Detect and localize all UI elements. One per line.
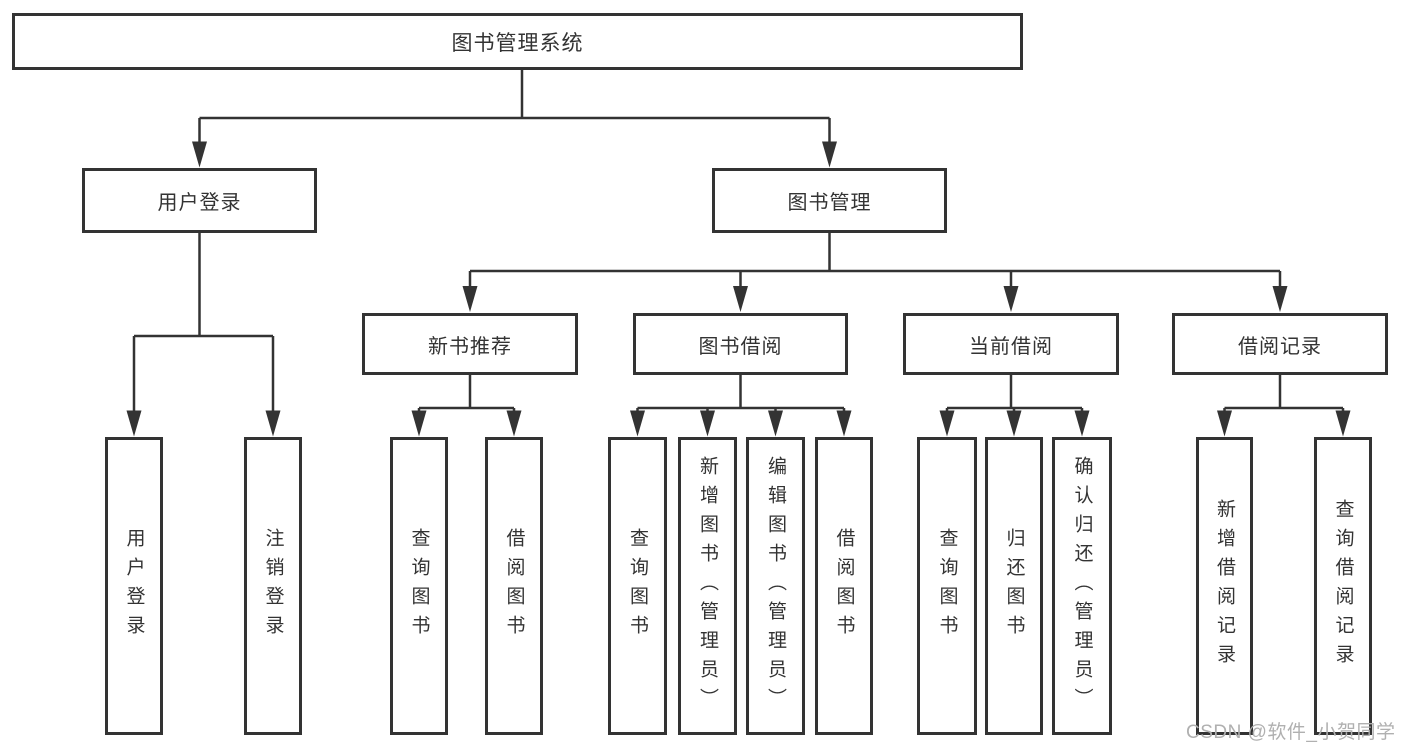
node-label: 归还图书	[1003, 528, 1025, 644]
connector-book-borrow-children	[636, 375, 846, 420]
leaf-add-book-admin: 新增图书（管理员）	[678, 437, 737, 735]
node-label: 图书管理	[787, 192, 872, 214]
node-label: 借阅图书	[833, 528, 855, 644]
connector-user-login-children	[132, 233, 275, 420]
node-library-management-system: 图书管理系统	[12, 13, 1023, 70]
leaf-return-books: 归还图书	[985, 437, 1043, 735]
node-label: 图书管理系统	[451, 31, 584, 55]
leaf-confirm-return-admin: 确认归还（管理员）	[1052, 437, 1112, 735]
leaf-borrow-books-recommend: 借阅图书	[485, 437, 543, 735]
node-label: 查询图书	[627, 528, 648, 644]
leaf-query-books-borrow: 查询图书	[608, 437, 667, 735]
node-book-borrowing: 图书借阅	[633, 313, 848, 375]
node-label: 用户登录	[123, 528, 145, 644]
node-label: 新增借阅记录	[1214, 499, 1235, 673]
node-label: 编辑图书（管理员）	[765, 455, 786, 717]
connector-root-to-level2	[198, 69, 831, 150]
connector-new-book-children	[417, 375, 516, 420]
leaf-logout: 注销登录	[244, 437, 302, 735]
connector-book-management-children	[468, 233, 1282, 295]
node-label: 查询图书	[936, 528, 958, 644]
node-label: 查询借阅记录	[1332, 499, 1354, 673]
arrowheads	[126, 141, 1351, 437]
node-label: 查询图书	[408, 528, 430, 644]
node-label: 确认归还（管理员）	[1071, 455, 1093, 717]
node-label: 新增图书（管理员）	[697, 455, 718, 717]
connector-borrow-record-children	[1223, 375, 1345, 420]
node-borrowing-records: 借阅记录	[1172, 313, 1388, 375]
leaf-query-books-recommend: 查询图书	[390, 437, 448, 735]
node-label: 借阅图书	[503, 528, 525, 644]
leaf-add-borrow-record: 新增借阅记录	[1196, 437, 1253, 735]
leaf-borrow-books: 借阅图书	[815, 437, 873, 735]
leaf-user-login: 用户登录	[105, 437, 163, 735]
node-label: 当前借阅	[969, 335, 1053, 358]
node-user-login: 用户登录	[82, 168, 317, 233]
node-new-book-recommendation: 新书推荐	[362, 313, 578, 375]
csdn-watermark: CSDN @软件_小贺同学	[1186, 722, 1396, 743]
node-label: 借阅记录	[1238, 335, 1322, 358]
node-current-borrowing: 当前借阅	[903, 313, 1119, 375]
node-book-management: 图书管理	[712, 168, 947, 233]
node-label: 图书借阅	[698, 335, 783, 358]
leaf-query-borrow-record: 查询借阅记录	[1314, 437, 1372, 735]
leaf-query-books-current: 查询图书	[917, 437, 977, 735]
node-label: 注销登录	[262, 528, 284, 644]
leaf-edit-book-admin: 编辑图书（管理员）	[746, 437, 805, 735]
node-label: 用户登录	[157, 192, 242, 214]
node-label: 新书推荐	[428, 335, 512, 358]
